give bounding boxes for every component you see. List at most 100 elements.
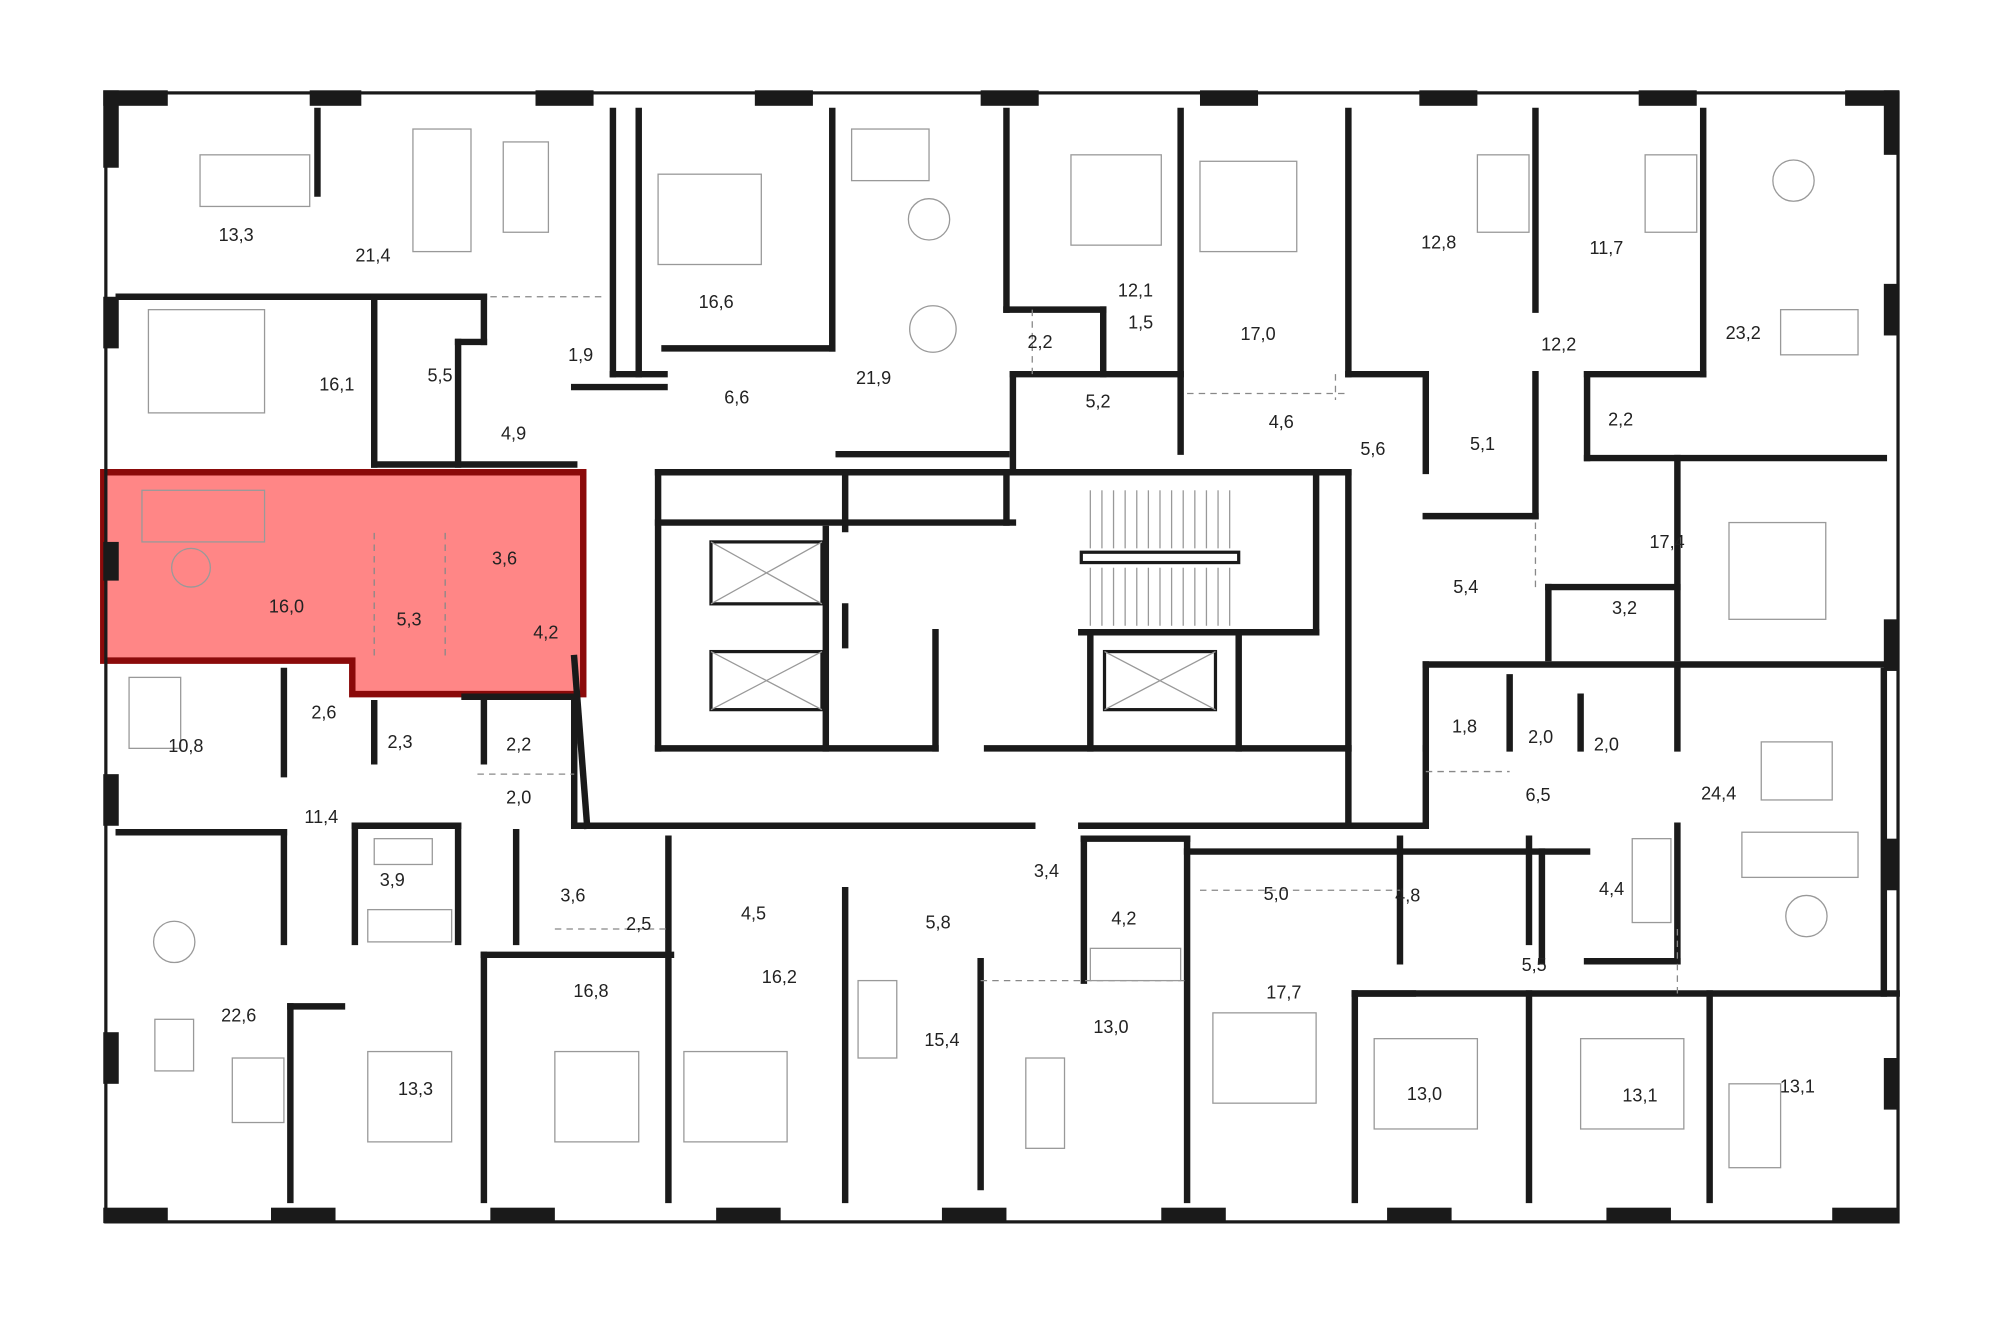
wall-pier bbox=[1387, 1207, 1452, 1224]
furniture-item bbox=[412, 128, 472, 253]
room-area-label: 13,0 bbox=[1093, 1017, 1128, 1037]
room-area-label: 13,1 bbox=[1780, 1076, 1815, 1096]
wall-pier bbox=[1883, 1058, 1900, 1110]
room-area-label: 4,6 bbox=[1269, 412, 1294, 432]
table-round bbox=[907, 198, 951, 241]
room-area-label: 5,6 bbox=[1360, 439, 1385, 459]
furniture-item bbox=[1760, 741, 1833, 801]
wall-pier bbox=[1883, 619, 1900, 671]
room-area-label: 2,2 bbox=[1608, 409, 1633, 429]
room-area-label: 1,8 bbox=[1452, 716, 1477, 736]
table-round bbox=[1785, 894, 1828, 938]
room-area-label: 4,9 bbox=[501, 424, 526, 444]
furniture-item bbox=[554, 1050, 640, 1143]
walls bbox=[103, 90, 1900, 1224]
highlighted-apartment[interactable] bbox=[100, 469, 587, 698]
furniture-item bbox=[1741, 831, 1859, 879]
room-area-label: 2,3 bbox=[387, 732, 412, 752]
wall-pier bbox=[309, 90, 362, 106]
room-area-label: 5,5 bbox=[1522, 955, 1547, 975]
room-area-label: 10,8 bbox=[168, 736, 203, 756]
furniture-item bbox=[154, 1018, 195, 1072]
furniture-item bbox=[1631, 838, 1672, 924]
room-area-label: 4,8 bbox=[1395, 885, 1420, 905]
furniture-item bbox=[850, 128, 930, 182]
wall-pier bbox=[754, 90, 813, 106]
room-area-label: 21,4 bbox=[355, 246, 390, 266]
furniture-item bbox=[683, 1050, 788, 1143]
room-area-label: 17,7 bbox=[1266, 982, 1301, 1002]
wall-pier bbox=[716, 1207, 781, 1224]
elevator-cross bbox=[710, 541, 823, 605]
furniture-item bbox=[367, 908, 453, 943]
table-round bbox=[152, 920, 196, 964]
wall-pier bbox=[941, 1207, 1007, 1224]
room-area-label: 3,2 bbox=[1612, 598, 1637, 618]
furniture-item bbox=[199, 154, 311, 208]
wall-pier bbox=[980, 90, 1039, 106]
room-area-label: 2,0 bbox=[1594, 735, 1619, 755]
furniture-item bbox=[1089, 947, 1182, 982]
wall bbox=[570, 654, 591, 830]
furniture-item bbox=[373, 838, 433, 866]
room-area-label: 17,4 bbox=[1650, 532, 1685, 552]
furniture-item bbox=[1476, 154, 1530, 233]
room-area-label: 12,1 bbox=[1118, 280, 1153, 300]
wall-pier bbox=[103, 90, 168, 106]
room-area-label: 2,0 bbox=[506, 787, 531, 807]
wall-pier bbox=[1883, 838, 1900, 891]
room-area-label: 16,8 bbox=[573, 981, 608, 1001]
furniture-item bbox=[857, 979, 898, 1059]
room-area-label: 22,6 bbox=[221, 1005, 256, 1025]
wall-pier bbox=[1161, 1207, 1226, 1224]
stair-landing bbox=[1079, 550, 1241, 565]
room-area-label: 4,2 bbox=[533, 622, 558, 642]
room-area-label: 13,3 bbox=[219, 225, 254, 245]
room-area-label: 13,3 bbox=[398, 1079, 433, 1099]
wall-pier bbox=[1419, 90, 1478, 106]
room-area-label: 4,5 bbox=[741, 904, 766, 924]
room-area-label: 4,2 bbox=[1111, 909, 1136, 929]
room-area-label: 5,0 bbox=[1264, 884, 1289, 904]
furniture-item bbox=[1025, 1057, 1066, 1149]
room-area-label: 2,2 bbox=[506, 735, 531, 755]
room-area-label: 1,9 bbox=[568, 345, 593, 365]
room-area-label: 5,1 bbox=[1470, 434, 1495, 454]
wall-pier bbox=[271, 1207, 336, 1224]
table-round bbox=[909, 305, 957, 353]
room-area-label: 21,9 bbox=[856, 368, 891, 388]
room-area-label: 3,6 bbox=[560, 885, 585, 905]
room-area-label: 12,8 bbox=[1421, 233, 1456, 253]
wall-pier bbox=[1883, 283, 1900, 336]
wall-pier bbox=[490, 1207, 555, 1224]
room-area-label: 16,2 bbox=[762, 967, 797, 987]
room-area-label: 2,2 bbox=[1027, 332, 1052, 352]
wall-pier bbox=[103, 774, 119, 826]
room-area-label: 16,6 bbox=[699, 292, 734, 312]
room-area-label: 16,0 bbox=[269, 596, 304, 616]
furniture-item bbox=[231, 1057, 285, 1124]
wall-pier bbox=[103, 296, 119, 349]
furniture-item bbox=[1728, 1083, 1782, 1169]
room-area-label: 3,9 bbox=[380, 870, 405, 890]
furniture-item bbox=[1779, 309, 1859, 356]
elevator-cross bbox=[710, 651, 823, 711]
table-round bbox=[1772, 159, 1815, 202]
elevator-shaft bbox=[709, 540, 824, 606]
furniture-item bbox=[1579, 1038, 1685, 1130]
furniture-item bbox=[1728, 521, 1827, 620]
room-area-label: 5,8 bbox=[926, 913, 951, 933]
wall-pier bbox=[1883, 90, 1900, 155]
room-area-label: 13,1 bbox=[1622, 1085, 1657, 1105]
room-area-label: 5,2 bbox=[1086, 391, 1111, 411]
table-round bbox=[171, 547, 212, 588]
furniture bbox=[128, 128, 1859, 1169]
room-area-label: 1,5 bbox=[1128, 313, 1153, 333]
room-area-label: 24,4 bbox=[1701, 784, 1736, 804]
room-area-label: 5,5 bbox=[427, 366, 452, 386]
room-area-label: 2,5 bbox=[626, 914, 651, 934]
elevator-cross bbox=[1104, 651, 1216, 711]
room-area-label: 11,4 bbox=[304, 807, 338, 827]
